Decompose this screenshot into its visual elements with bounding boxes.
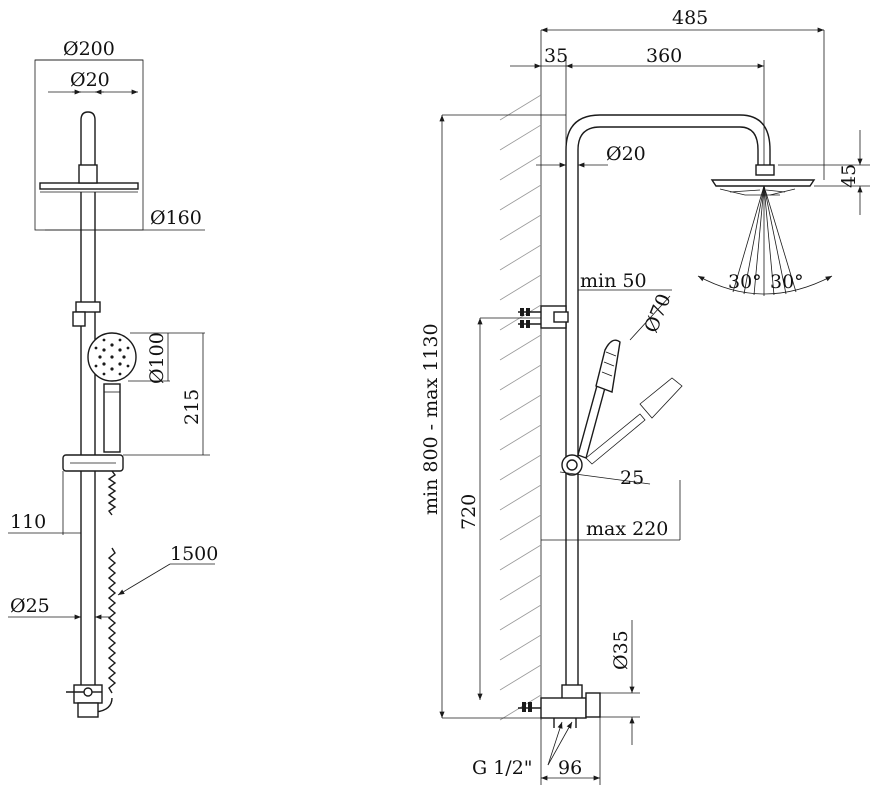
hose-front [107,470,117,516]
head-shower-front-disc [39,182,139,190]
front-view: Ø200 Ø20 Ø160 Ø100 215 110 1500 Ø25 [8,38,218,718]
wall-hatching [499,94,542,721]
hand-shower-handle-front [103,383,121,453]
dim-min-50: min 50 [580,270,647,292]
dim-disc-diameter-160: Ø160 [150,207,202,229]
dim-valve-diameter-35: Ø35 [610,630,632,670]
dim-720: 720 [458,494,480,530]
slider-side [561,454,583,476]
dim-max-220: max 220 [586,518,668,540]
dim-45: 45 [838,164,860,188]
dim-360: 360 [646,45,682,67]
wall-bracket-front [75,301,101,313]
dim-hand-shower-diameter-100: Ø100 [146,332,168,384]
valve-side [518,684,601,728]
arm-bend-side [565,114,771,168]
dim-hand-shower-diameter-70: Ø70 [640,291,675,336]
dim-hose-length-1500: 1500 [170,543,218,565]
dim-485: 485 [672,7,708,29]
dim-110: 110 [10,511,46,533]
dim-215: 215 [181,389,203,425]
dim-angle-30-right: 30° [770,271,804,293]
dim-angle-30-left: 30° [728,271,762,293]
dim-riser-diameter-25: Ø25 [10,595,50,617]
hand-shower-nozzles [94,338,130,376]
dim-35: 35 [544,45,568,67]
dim-arm-diameter-20-side: Ø20 [606,143,646,165]
head-shower-arm-front [80,111,96,178]
spray-cone [697,185,833,296]
dim-height-range: min 800 - max 1130 [420,323,442,515]
dim-thread-g-half: G 1/2" [472,757,533,779]
dim-25: 25 [620,467,644,489]
dim-96: 96 [558,757,582,779]
side-view: 485 35 360 Ø20 45 30° 30° min 50 Ø70 min… [420,7,870,785]
hand-shower-side [577,339,621,459]
hand-shower-alt-position [585,377,683,465]
wall-bracket-side [518,305,569,329]
dim-head-diameter-200: Ø200 [63,38,115,60]
dim-arm-diameter-20: Ø20 [70,69,110,91]
